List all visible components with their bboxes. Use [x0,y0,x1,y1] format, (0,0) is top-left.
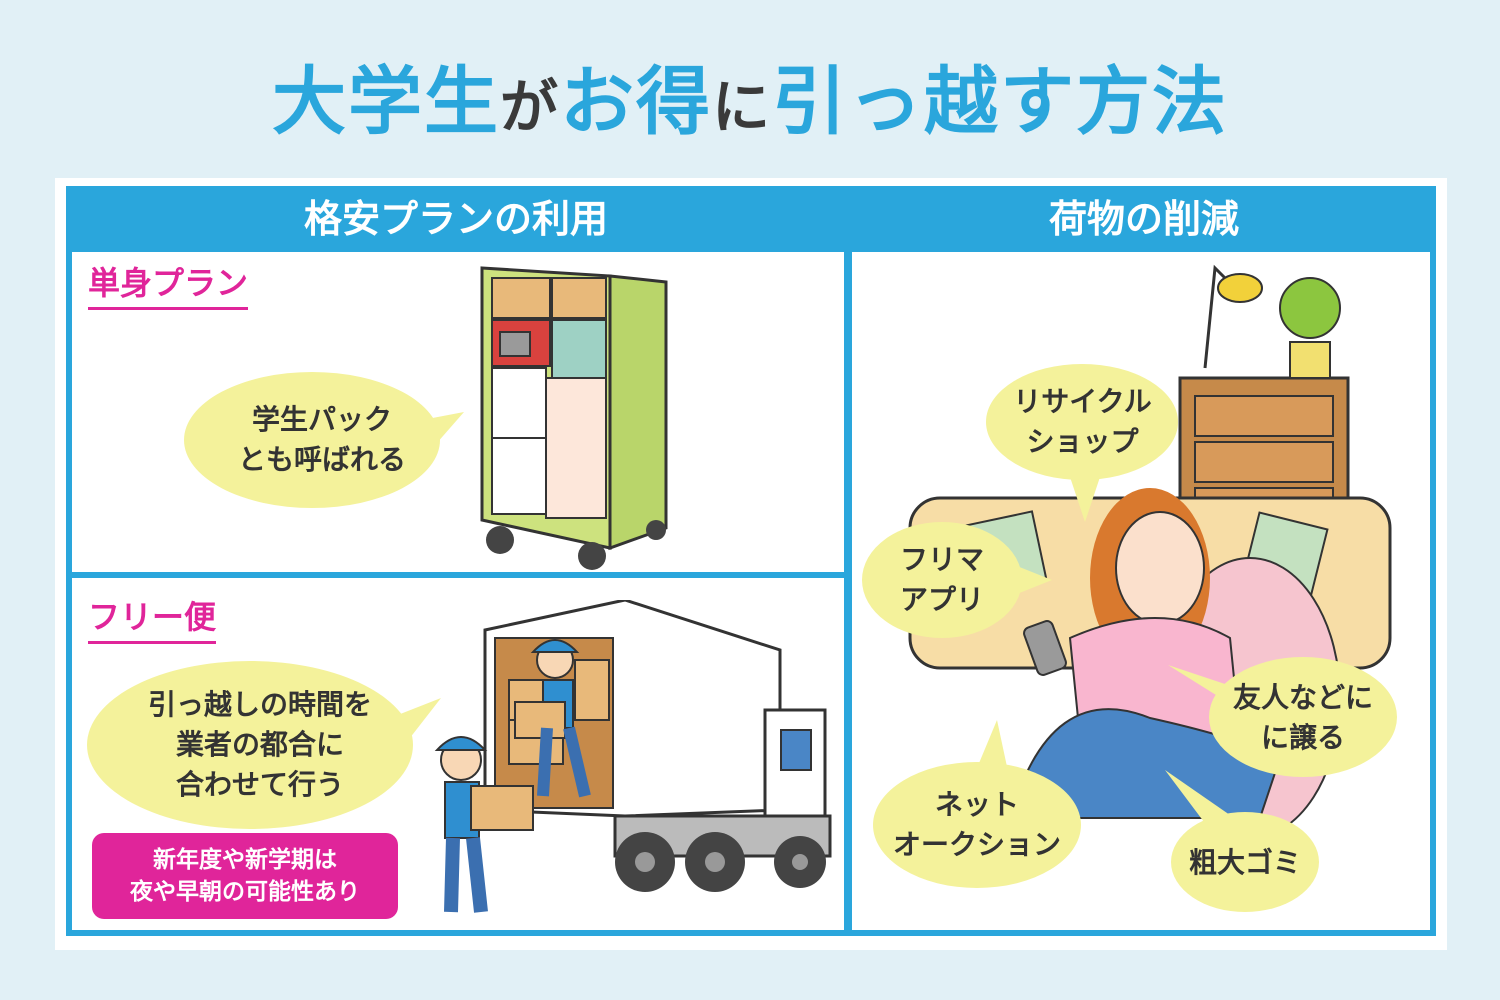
bubble-line: ネット [934,788,1019,821]
bubble-line: 業者の都合に [175,728,344,761]
bubble-net-auction: ネットオークション [872,720,1082,890]
bubble-flea-app: フリマアプリ [862,520,1052,640]
page-title: 大学生がお得に引っ越す方法 [0,42,1500,149]
title-segment: 引っ越す方法 [772,59,1229,145]
bubble-line: ショップ [1026,425,1139,458]
room-illustration [908,264,1392,838]
label-single-plan: 単身プラン [88,258,249,310]
bubble-line: に譲る [1260,720,1345,754]
bubble-line: オークション [892,828,1061,861]
bubble-line: 友人などに [1232,680,1373,714]
title-segment: お得 [560,59,712,145]
bubble-student-pack: 学生パックとも呼ばれる [182,370,464,510]
bubble-line: とも呼ばれる [237,443,406,476]
bubble-free-plan: 引っ越しの時間を業者の都合に合わせて行う [85,660,441,830]
bubble-oversized-garbage: 粗大ゴミ [1165,770,1320,915]
bubble-line: 粗大ゴミ [1188,845,1301,879]
title-segment: に [712,73,773,141]
badge-line: 新年度や新学期は [153,847,337,873]
header-reduce-luggage: 荷物の削減 [852,186,1436,252]
label-free-plan: フリー便 [88,592,217,644]
bubble-line: 引っ越しの時間を [147,688,372,721]
container-illustration [480,266,668,570]
title-segment: が [499,73,560,141]
bubble-line: リサイクル [1013,385,1152,418]
badge-line: 夜や早朝の可能性あり [130,879,360,905]
bubble-line: フリマ [899,543,984,576]
header-cheap-plan: 格安プランの利用 [66,186,846,252]
title-segment: 大学生 [271,59,500,145]
bubble-line: 学生パック [251,403,392,436]
bubble-line: 合わせて行う [175,768,344,801]
bubble-recycle-shop: リサイクルショップ [985,362,1180,522]
bubble-line: アプリ [899,583,984,616]
badge-night-notice: 新年度や新学期は 夜や早朝の可能性あり [92,833,398,919]
truck-illustration [434,600,832,913]
bubble-friends: 友人などにに譲る [1168,655,1398,780]
